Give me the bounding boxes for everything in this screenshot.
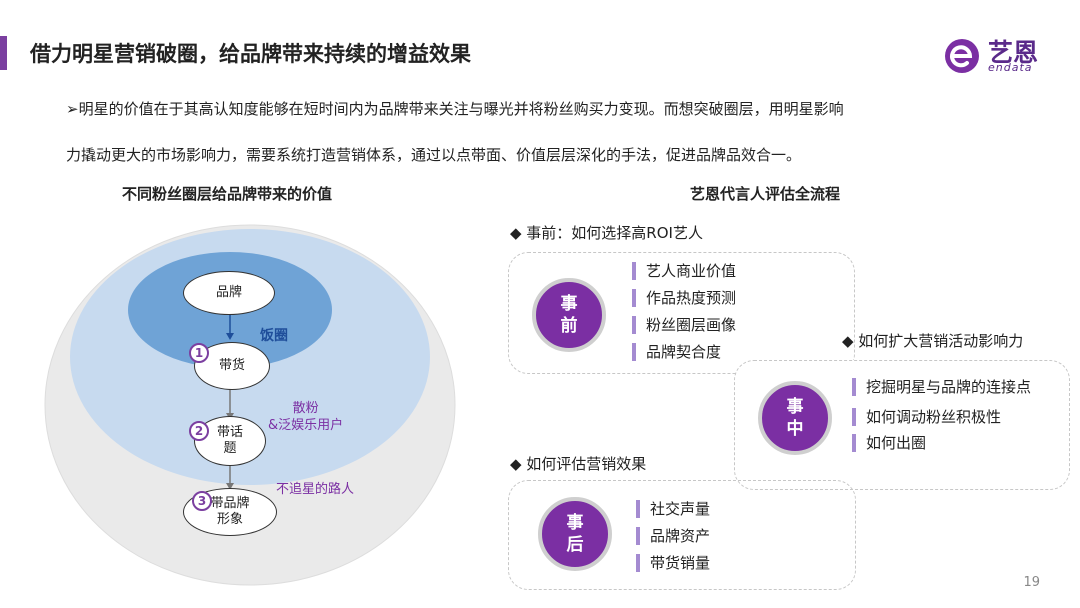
after-item: 社交声量 [636, 500, 710, 518]
before-heading: ◆ 事前：如何选择高ROI艺人 [510, 224, 703, 242]
step-3-node: 带品牌 形象 [183, 488, 277, 536]
step-2-number: 2 [189, 421, 209, 441]
fan-circle-label: 饭圈 [260, 328, 288, 344]
during-item: 挖掘明星与品牌的连接点 [852, 378, 1031, 396]
during-circle: 事 中 [758, 381, 832, 455]
intro-line-2: 力撬动更大的市场影响力，需要系统打造营销体系，通过以点带面、价值层层深化的手法，… [66, 146, 802, 164]
brand-node-label: 品牌 [215, 285, 242, 300]
step-2-label: 带话 题 [216, 425, 243, 456]
during-item: 如何出圈 [852, 434, 926, 452]
after-box [508, 480, 856, 590]
after-heading: ◆ 如何评估营销效果 [510, 455, 647, 473]
before-item: 品牌契合度 [632, 343, 721, 361]
step-3-label: 带品牌 形象 [210, 496, 250, 527]
step-1-label: 带货 [218, 358, 245, 373]
before-box [508, 252, 855, 374]
passerby-label: 不追星的路人 [276, 482, 355, 497]
during-item: 如何调动粉丝积极性 [852, 408, 1001, 426]
intro-line-1: ➢明星的价值在于其高认知度能够在短时间内为品牌带来关注与曝光并将粉丝购买力变现。… [66, 100, 844, 118]
after-item: 带货销量 [636, 554, 710, 572]
page-number: 19 [1023, 575, 1040, 590]
after-circle: 事 后 [538, 497, 612, 571]
step-1-number: 1 [189, 343, 209, 363]
right-process-title: 艺恩代言人评估全流程 [690, 185, 841, 203]
casual-fans-label: 散粉 &泛娱乐用户 [268, 401, 344, 433]
during-heading: ◆ 如何扩大营销活动影响力 [842, 332, 1024, 350]
before-circle-label: 事 前 [560, 294, 578, 336]
logo-text: 艺恩 [988, 38, 1039, 67]
before-circle: 事 前 [532, 278, 606, 352]
step-3-number: 3 [192, 491, 212, 511]
title-accent-bar [0, 36, 7, 70]
after-item: 品牌资产 [636, 527, 710, 545]
before-item: 粉丝圈层画像 [632, 316, 736, 334]
page-title: 借力明星营销破圈，给品牌带来持续的增益效果 [30, 42, 471, 66]
brand-node: 品牌 [183, 271, 275, 315]
before-item: 艺人商业价值 [632, 262, 736, 280]
after-circle-label: 事 后 [566, 513, 584, 555]
endata-logo-icon [945, 39, 979, 73]
during-circle-label: 事 中 [786, 397, 804, 439]
before-item: 作品热度预测 [632, 289, 736, 307]
logo-subtext: endata [988, 61, 1033, 74]
left-diagram-title: 不同粉丝圈层给品牌带来的价值 [122, 185, 333, 203]
